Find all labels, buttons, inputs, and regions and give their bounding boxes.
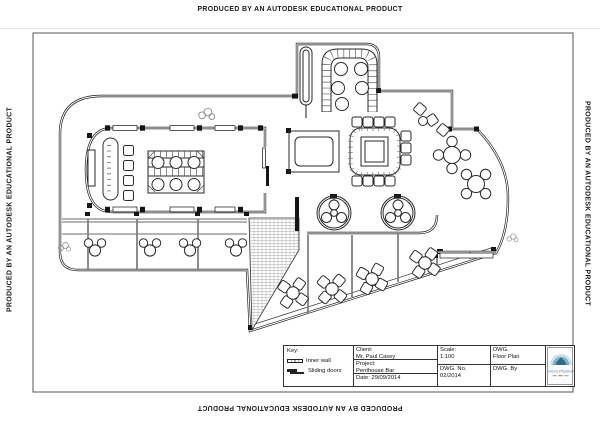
sliding-doors-symbol xyxy=(287,368,305,375)
circular-booth-1 xyxy=(316,195,352,231)
dwg-by-row: DWG. By xyxy=(491,365,545,386)
project-label: Project: xyxy=(356,361,376,367)
arch-logo-icon: Green Phantom xyxy=(547,354,576,377)
scale-cell: Scale: 1:100 DWG. No. 02/2014 xyxy=(438,346,491,386)
staircase-hatch xyxy=(248,197,300,332)
project-value: Penthouse Bar xyxy=(356,367,395,374)
logo-cell: Green Phantom xyxy=(546,346,576,386)
client-cell: Client: Mr. Paul Casey Project: Penthous… xyxy=(354,346,438,386)
dwg-label: DWG. xyxy=(493,347,509,353)
booth-seating xyxy=(147,150,205,194)
client-label: Client: xyxy=(356,347,373,353)
date-value: 29/09/2014 xyxy=(371,375,401,381)
lounge-chairs xyxy=(412,101,451,138)
key-label: Key: xyxy=(287,348,299,354)
client-row: Client: Mr. Paul Casey xyxy=(354,346,437,360)
round-table-1 xyxy=(432,135,472,175)
key-item-sliding-doors: Sliding doors xyxy=(287,368,350,375)
dwg-no-label: DWG. No. xyxy=(440,366,467,372)
title-block: Key: Inner wall Sliding doors Client: Mr… xyxy=(283,345,576,387)
outer-boundary-wall xyxy=(58,42,510,333)
terrace-bays-right xyxy=(271,214,496,315)
dining-table xyxy=(348,116,412,187)
u-shaped-booth xyxy=(321,48,378,112)
dance-floor xyxy=(288,130,340,173)
client-value: Mr. Paul Casey xyxy=(356,353,396,360)
dwg-no-row: DWG. No. 02/2014 xyxy=(438,365,490,386)
scale-row: Scale: 1:100 xyxy=(438,346,490,365)
sliding-door xyxy=(262,147,269,186)
sliding-doors-label: Sliding doors xyxy=(308,368,342,375)
autodesk-stamp-top: PRODUCED BY AN AUTODESK EDUCATIONAL PROD… xyxy=(197,6,403,13)
bar-stools xyxy=(123,145,134,201)
company-logo: Green Phantom xyxy=(547,347,576,385)
partition-wall xyxy=(299,46,313,118)
dwg-value: Floor Plan xyxy=(493,353,520,360)
sheet-edge-line xyxy=(0,28,600,29)
terrace-bays-left xyxy=(62,218,248,270)
plant-symbol-3 xyxy=(506,233,519,243)
project-row: Project: Penthouse Bar xyxy=(354,360,437,374)
dwg-cell: DWG. Floor Plan DWG. By xyxy=(491,346,546,386)
inner-wall-symbol xyxy=(287,359,303,364)
circular-booth-2 xyxy=(380,195,416,231)
bar-counter xyxy=(87,137,119,201)
dwg-by-label: DWG. By xyxy=(493,366,518,372)
inner-wall-label: Inner wall xyxy=(306,358,331,365)
diagonal-wall-rail xyxy=(254,247,492,325)
logo-name: Green Phantom xyxy=(548,370,574,374)
plant-symbol-1 xyxy=(198,107,216,120)
date-label: Date: xyxy=(356,375,370,381)
sheet-frame xyxy=(32,32,574,393)
scale-value: 1:100 xyxy=(440,353,455,360)
dwg-no-value: 02/2014 xyxy=(440,372,461,379)
date-row: Date: 29/09/2014 xyxy=(354,374,437,386)
round-table-2 xyxy=(449,157,503,211)
key-item-inner-wall: Inner wall xyxy=(287,358,350,365)
key-box: Key: Inner wall Sliding doors xyxy=(284,346,354,386)
dwg-row: DWG. Floor Plan xyxy=(491,346,545,365)
scale-label: Scale: xyxy=(440,347,457,353)
